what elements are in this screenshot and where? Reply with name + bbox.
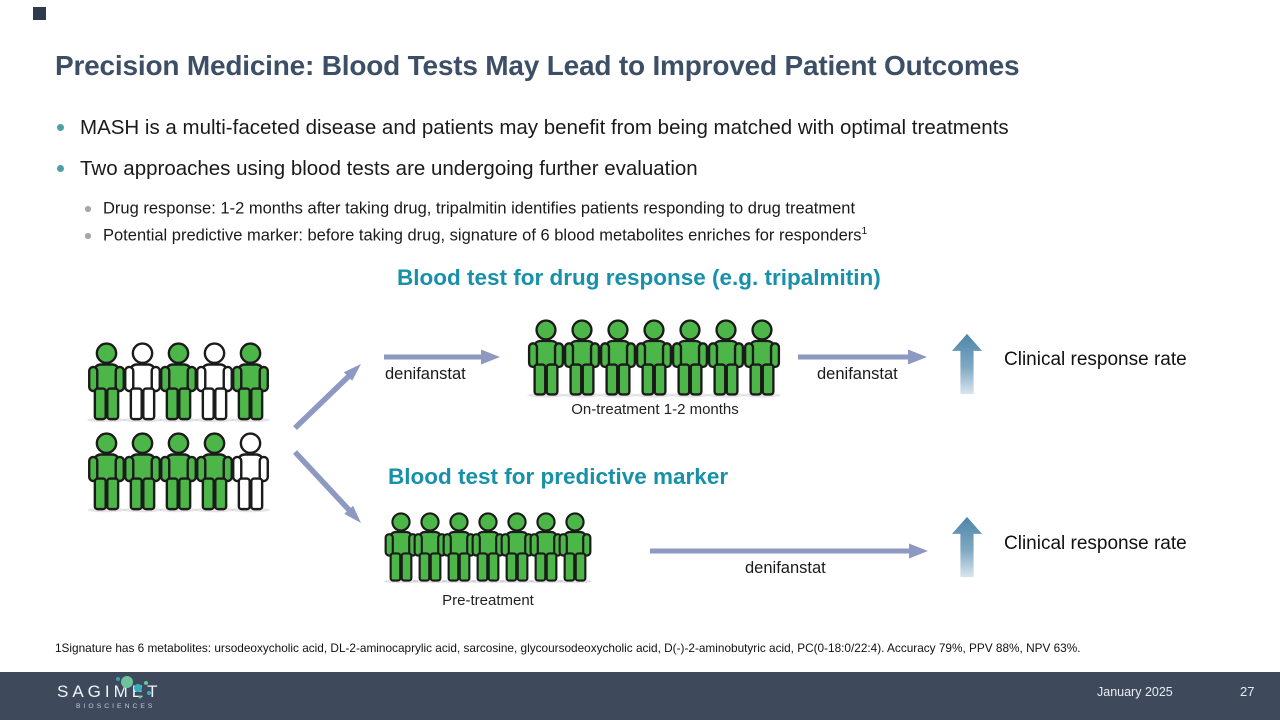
arrow-right-icon [650,543,928,559]
person-icon [743,319,781,398]
sub-bullet-text: Potential predictive marker: before taki… [103,226,862,245]
person-icon [470,512,506,584]
logo-dots-icon [116,676,151,699]
bullet-item: MASH is a multi-faceted disease and pati… [57,116,1009,140]
person-icon [87,342,126,423]
group-label-pre-treatment: Pre-treatment [442,592,534,609]
patient-group-mixed [84,342,270,513]
person-icon [557,512,593,584]
person-icon [159,342,198,423]
person-icon [635,319,673,398]
arrow-right-icon [798,349,927,365]
arrow-up-icon [951,516,983,578]
person-icon [441,512,477,584]
arrow-up-icon [951,333,983,395]
slide-title: Precision Medicine: Blood Tests May Lead… [55,50,1020,81]
bullet-text: MASH is a multi-faceted disease and pati… [80,116,1009,139]
footnote-ref: 1 [861,226,868,237]
person-icon [123,342,162,423]
person-icon [563,319,601,398]
person-icon [195,432,234,513]
bullet-text: Two approaches using blood tests are und… [80,157,698,180]
patient-row [84,342,270,423]
person-icon [231,342,270,423]
sub-bullet-item: Potential predictive marker: before taki… [85,226,868,246]
drug-label: denifanstat [817,365,898,383]
person-icon [159,432,198,513]
slide-date: January 2025 [1097,685,1173,699]
bullet-dot [57,165,64,172]
page-number: 27 [1240,684,1255,699]
bullet-dot [85,206,91,212]
patient-group-pre-treatment [381,512,593,584]
outcome-label: Clinical response rate [1004,533,1187,554]
group-label-on-treatment: On-treatment 1-2 months [571,401,739,418]
flow-heading-drug-response: Blood test for drug response (e.g. tripa… [397,265,881,290]
footer-bar [0,672,1280,720]
person-icon [599,319,637,398]
outcome-label: Clinical response rate [1004,349,1187,370]
bullet-dot [85,233,91,239]
sub-bullet-text: Drug response: 1-2 months after taking d… [103,199,856,218]
split-arrows-icon [292,364,361,523]
bullet-item: Two approaches using blood tests are und… [57,157,698,181]
sub-bullet-item: Drug response: 1-2 months after taking d… [85,199,856,219]
company-logo-subtitle: BIOSCIENCES [76,703,156,710]
flow-heading-predictive-marker: Blood test for predictive marker [388,464,729,489]
person-icon [87,432,126,513]
person-icon [195,342,234,423]
company-logo: SAGIMET [57,682,162,701]
patient-row [84,432,270,513]
arrow-right-icon [384,349,500,365]
person-icon [707,319,745,398]
person-icon [123,432,162,513]
patient-group-on-treatment [524,319,781,398]
drug-label: denifanstat [745,559,826,577]
footnote: 1Signature has 6 metabolites: ursodeoxyc… [55,641,1081,655]
accent-square [33,7,46,20]
bullet-dot [57,124,64,131]
drug-label: denifanstat [385,365,466,383]
person-icon [671,319,709,398]
person-icon [527,319,565,398]
person-icon [383,512,419,584]
person-icon [231,432,270,513]
